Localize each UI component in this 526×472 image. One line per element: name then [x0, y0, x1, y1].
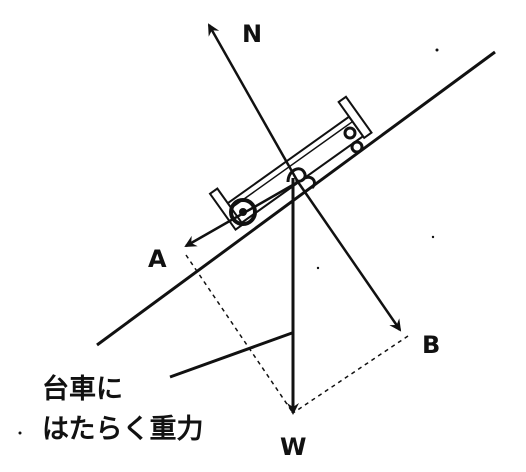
dashed-guide-a-to-w [185, 254, 294, 414]
cart-wheel-large [229, 198, 257, 226]
cart [208, 95, 373, 231]
cart-wheel-small [343, 126, 357, 140]
label-b: B [422, 331, 440, 359]
component-a-arrow [184, 180, 299, 248]
label-a: A [148, 245, 167, 273]
caption-line-1: 台車に [42, 374, 123, 405]
normal-force-arrow [207, 23, 300, 183]
label-n: N [242, 20, 262, 48]
speck [435, 48, 439, 52]
speck [18, 431, 22, 435]
cart-right-post [337, 95, 373, 140]
cart-wheel-small-2 [350, 140, 364, 154]
center-of-mass-hook [286, 167, 307, 183]
speck [431, 235, 435, 239]
speck [316, 266, 320, 270]
incline-line [96, 50, 496, 347]
component-b-arrow [296, 181, 402, 332]
caption-line-2: はたらく重力 [42, 414, 204, 445]
center-of-mass-hook-2 [304, 175, 316, 190]
dashed-guide-b-to-w [292, 335, 409, 414]
label-w: W [280, 433, 306, 461]
cart-rail [230, 120, 354, 210]
caption-leader-line [169, 331, 293, 379]
